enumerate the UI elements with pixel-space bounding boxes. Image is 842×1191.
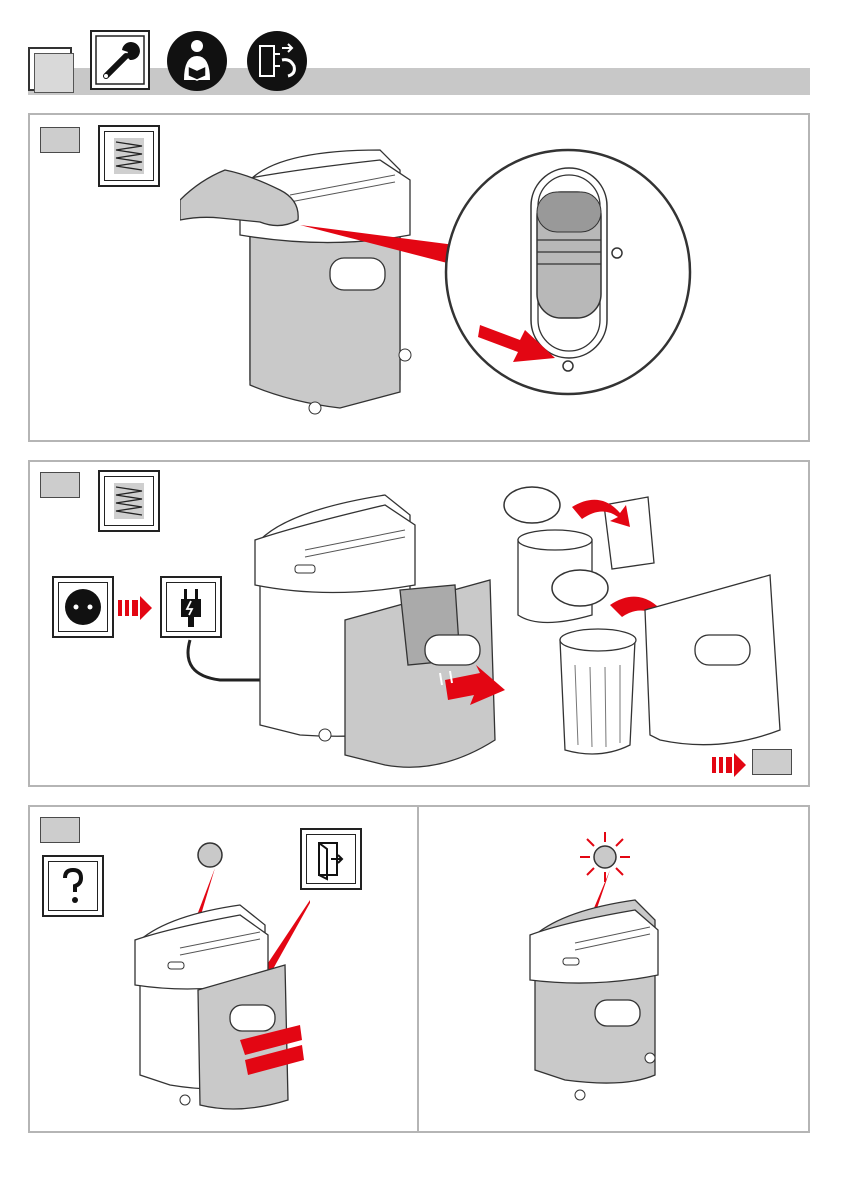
maintenance-icon	[90, 30, 150, 90]
position-dot-lower	[563, 361, 573, 371]
step-3-left-illustration	[130, 840, 310, 1110]
shred-mode-icon	[98, 470, 160, 532]
power-cord	[188, 640, 260, 680]
step-3-number-tab	[40, 817, 80, 843]
read-manual-icon	[166, 30, 228, 92]
next-step-arrow	[712, 753, 748, 777]
step-3-divider	[417, 807, 419, 1131]
step-2-number-tab	[40, 472, 80, 498]
step-1-illustration	[180, 140, 800, 420]
step-2-illustration	[180, 485, 800, 770]
socket-icon	[52, 576, 114, 638]
wrench-icon	[92, 32, 148, 88]
shred-mode-icon	[98, 125, 160, 187]
indicator-light-icon	[198, 843, 222, 867]
step-3-right-illustration	[525, 830, 665, 1105]
section-number-box	[28, 47, 72, 91]
unplug-icon	[246, 30, 308, 92]
bin-handle	[330, 258, 385, 290]
step-1-number-tab	[40, 127, 80, 153]
next-step-tab	[752, 749, 792, 775]
position-dot-upper	[612, 248, 622, 258]
help-icon	[42, 855, 104, 917]
transition-arrow	[118, 596, 154, 620]
